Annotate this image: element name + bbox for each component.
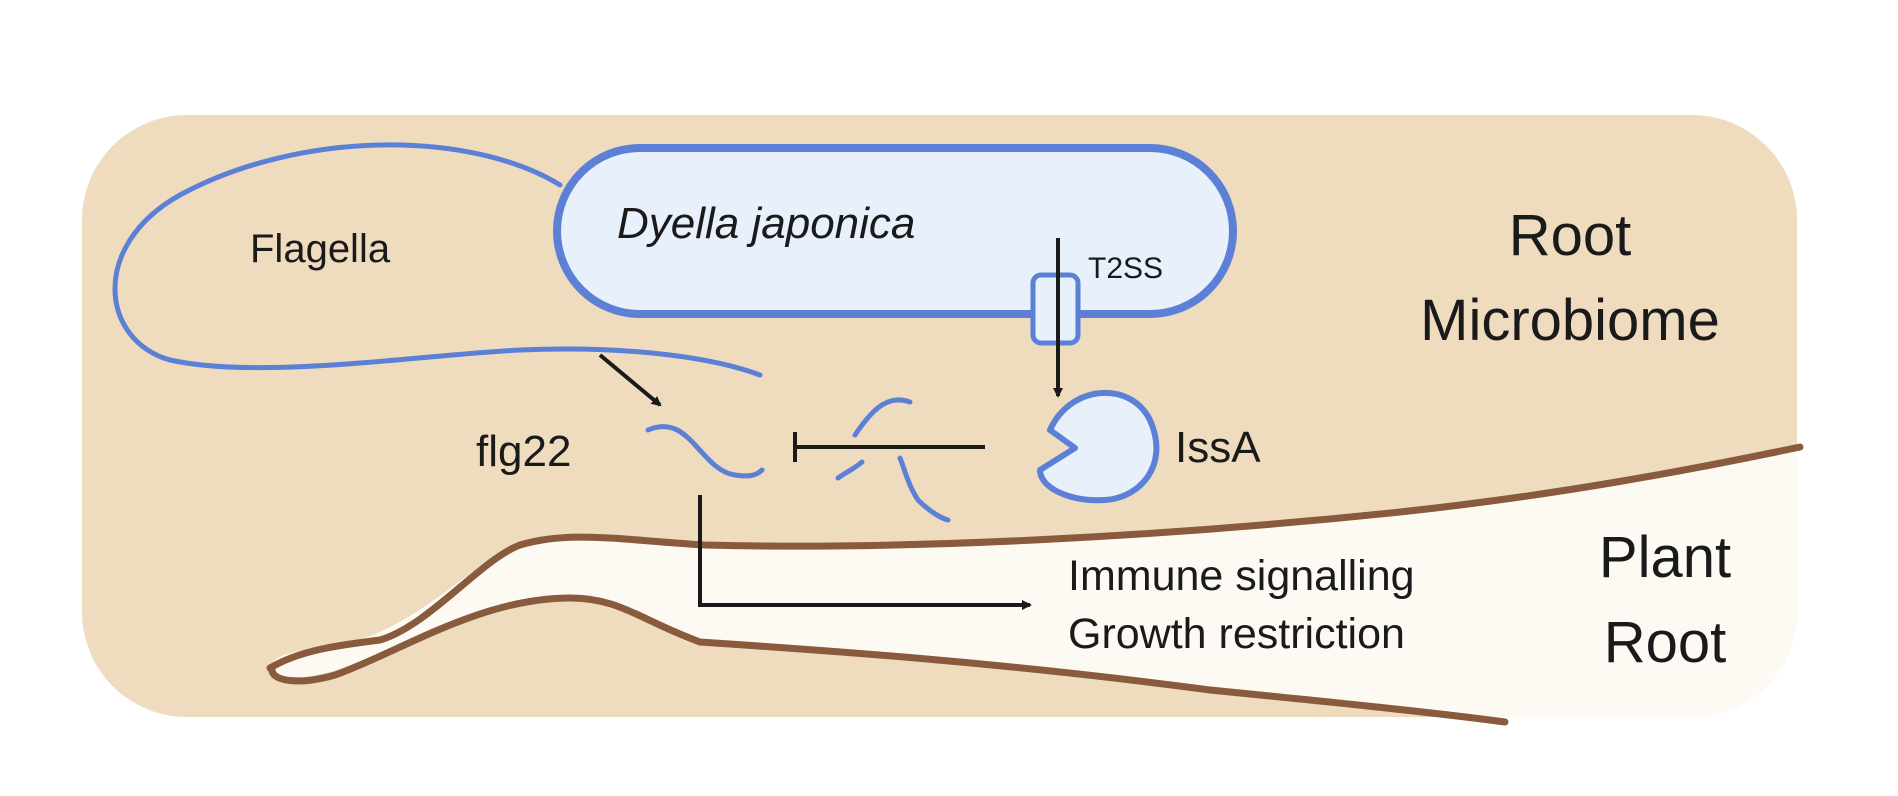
flagellum <box>112 142 763 378</box>
plant-root-region <box>271 445 1797 717</box>
issa-label: IssA <box>1175 423 1261 472</box>
degraded-peptide-fragments <box>835 397 951 523</box>
plant-root-label-line2: Root <box>1604 610 1727 675</box>
flg22-label: flg22 <box>476 427 571 476</box>
root-microbiome-label-line2: Microbiome <box>1420 288 1720 353</box>
flg22-peptide <box>645 424 765 479</box>
t2ss-channel <box>1030 272 1081 346</box>
flagellin-release-arrow <box>598 353 662 407</box>
plant-root-label-line1: Plant <box>1599 525 1731 590</box>
inhibition-line <box>793 432 985 462</box>
flagella-label: Flagella <box>250 227 391 271</box>
t2ss-label: T2SS <box>1088 252 1163 285</box>
bacterium-label: Dyella japonica <box>617 199 915 248</box>
signalling-arrow <box>698 495 1032 610</box>
growth-restriction-label: Growth restriction <box>1068 610 1405 658</box>
root-outline-lower <box>268 594 1509 726</box>
root-microbiome-label-line1: Root <box>1509 203 1632 268</box>
immune-signalling-label: Immune signalling <box>1068 552 1415 600</box>
issa-enzyme <box>1037 389 1160 504</box>
root-outline-upper <box>266 443 1804 672</box>
